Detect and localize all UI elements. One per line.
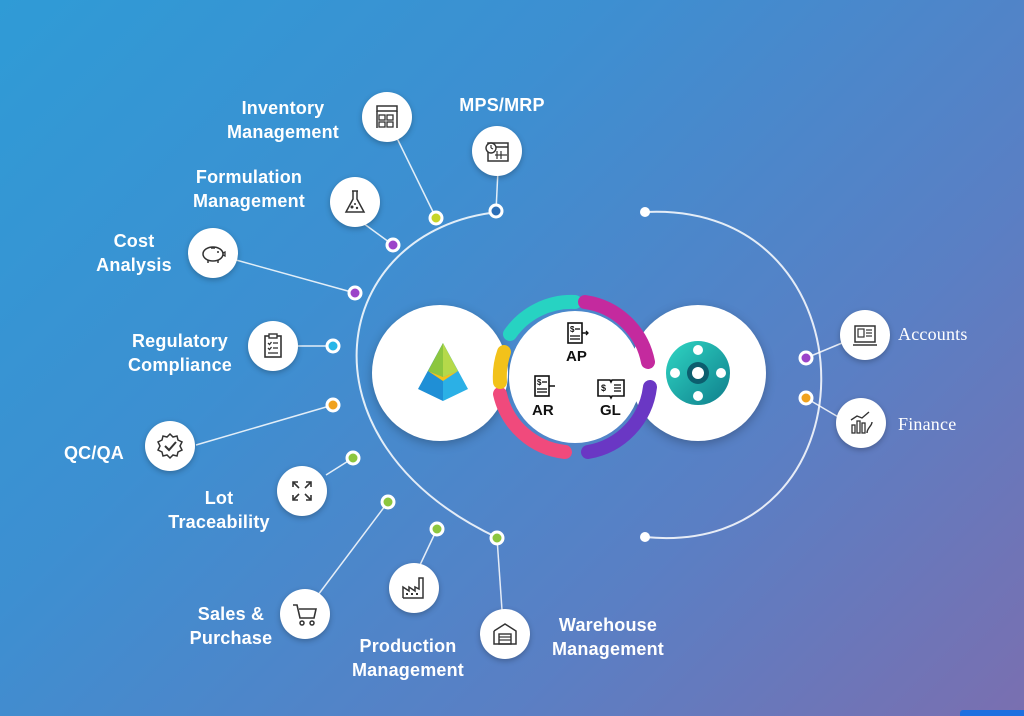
dot-formulation	[385, 237, 401, 253]
svg-text:$: $	[570, 325, 575, 334]
dot-cost	[347, 285, 363, 301]
regulatory-node	[248, 321, 298, 371]
qcqa-node	[145, 421, 195, 471]
cost-label: Cost Analysis	[96, 231, 172, 275]
dot-inventory	[428, 210, 444, 226]
center-ring	[492, 294, 657, 459]
quality-badge-icon	[156, 432, 184, 460]
dot-accounts	[798, 350, 814, 366]
expand-arrows-icon	[292, 481, 312, 501]
warehouse-icon	[493, 623, 517, 645]
mps-label: MPS/MRP	[459, 95, 545, 115]
svg-text:$: $	[537, 378, 542, 387]
arc-dots	[325, 203, 814, 546]
production-label: Production Management	[351, 636, 465, 680]
gl-label: GL	[600, 402, 621, 419]
svg-text:$: $	[601, 383, 606, 393]
dot-regulatory	[325, 338, 341, 354]
lot-node	[277, 466, 327, 516]
dot-mps	[488, 203, 504, 219]
shopping-cart-icon	[293, 604, 317, 626]
qcqa-label: QC/QA	[63, 443, 124, 463]
pyramid-logo-icon	[418, 343, 468, 401]
accounts-label: Accounts	[898, 324, 968, 344]
clipboard-checklist-icon	[264, 333, 282, 358]
formulation-node	[330, 177, 380, 227]
right-arc-start-dot	[640, 207, 650, 217]
calendar-schedule-icon	[485, 142, 509, 162]
warehouse-node	[480, 609, 530, 659]
ap-label: AP	[566, 348, 587, 365]
ar-document-icon: $	[534, 375, 555, 397]
dot-warehouse	[489, 530, 505, 546]
right-arc-end-dot	[640, 532, 650, 542]
mps-node	[472, 126, 522, 176]
corner-bar	[960, 710, 1024, 716]
formulation-label: Formulation Management	[192, 167, 306, 211]
right-hub	[630, 305, 766, 441]
production-node	[389, 563, 439, 613]
warehouse-label: Warehouse Management	[551, 615, 665, 659]
warehouse-shelves-icon	[376, 105, 398, 128]
accounts-node	[840, 310, 890, 360]
right-arc	[644, 210, 823, 540]
dot-qcqa	[325, 397, 341, 413]
regulatory-label: Regulatory Compliance	[127, 331, 233, 375]
finance-label: Finance	[898, 414, 957, 434]
business-central-logo-icon	[666, 341, 730, 405]
flask-icon	[344, 190, 366, 213]
factory-icon	[402, 577, 424, 599]
dot-production	[429, 521, 445, 537]
ar-label: AR	[532, 402, 554, 419]
lot-label: Lot Traceability	[168, 488, 270, 532]
dot-finance	[798, 390, 814, 406]
finance-node	[836, 398, 886, 448]
piggy-bank-icon	[202, 246, 226, 263]
dot-lot	[345, 450, 361, 466]
left-arc	[355, 211, 499, 539]
cost-node	[188, 228, 238, 278]
ap-document-icon: $	[567, 322, 589, 344]
left-hub	[372, 305, 508, 441]
inventory-node	[362, 92, 412, 142]
finance-chart-icon	[850, 411, 873, 434]
accounting-document-icon	[853, 325, 877, 346]
gl-ledger-icon: $	[597, 379, 625, 400]
sales-label: Sales & Purchase	[189, 604, 273, 648]
sales-node	[280, 589, 330, 639]
inventory-label: Inventory Management	[226, 98, 340, 142]
dot-sales	[380, 494, 396, 510]
